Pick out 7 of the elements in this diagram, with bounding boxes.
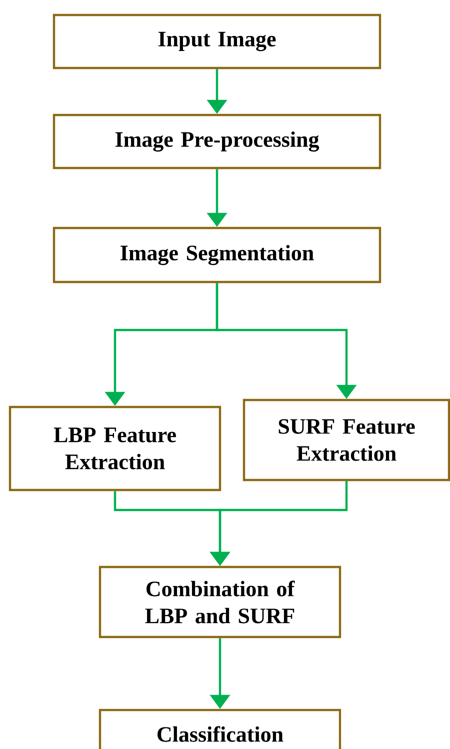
process-box: Combination of LBP and SURF — [98, 566, 342, 638]
process-box: Input Image — [52, 14, 382, 70]
process-box: Classification — [98, 708, 342, 749]
process-box: SURF Feature Extraction — [242, 398, 450, 482]
process-box: Image Pre-processing — [52, 114, 382, 170]
process-box: LBP Feature Extraction — [8, 406, 222, 492]
process-box: Image Segmentation — [52, 226, 382, 284]
